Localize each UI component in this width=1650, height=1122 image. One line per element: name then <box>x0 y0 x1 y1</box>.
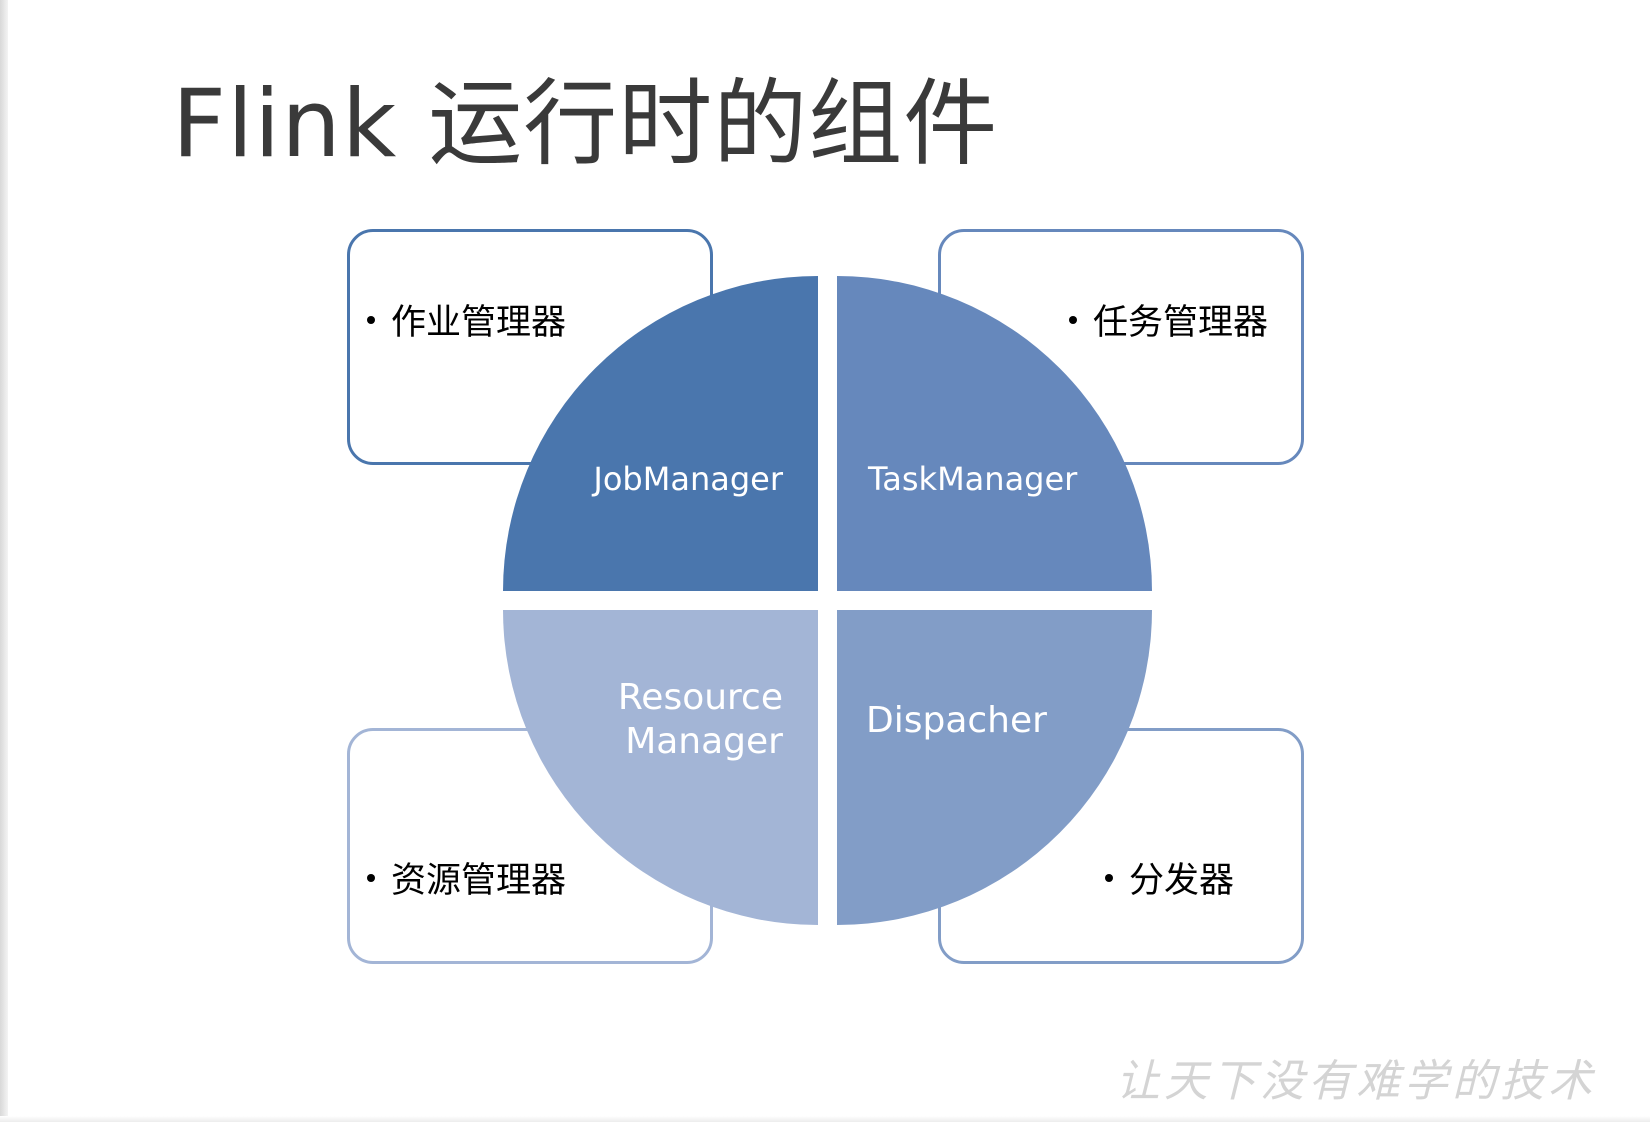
bullet-dot-icon <box>367 874 375 882</box>
dispacher-label: Dispacher <box>866 700 1047 741</box>
watermark-text: 让天下没有难学的技术 <box>1116 1056 1596 1107</box>
jobmanager-quadrant <box>503 276 818 591</box>
slide-bottom-edge <box>0 1116 1650 1122</box>
bullet-dot-icon <box>1105 874 1113 882</box>
slide-left-edge <box>0 0 8 1122</box>
resourcemanager-label-line1: Resource <box>618 677 783 718</box>
taskmanager-bullet-text: 任务管理器 <box>1093 303 1269 343</box>
dispacher-bullet: 分发器 <box>1105 852 1234 903</box>
taskmanager-bullet: 任务管理器 <box>1069 294 1268 345</box>
resourcemanager-bullet: 资源管理器 <box>367 852 566 903</box>
bullet-dot-icon <box>1069 316 1077 324</box>
resourcemanager-quadrant <box>503 610 818 925</box>
taskmanager-label: TaskManager <box>867 460 1078 498</box>
dispacher-quadrant <box>837 610 1152 925</box>
jobmanager-bullet: 作业管理器 <box>367 294 566 345</box>
dispacher-bullet-text: 分发器 <box>1129 861 1235 901</box>
resourcemanager-bullet-text: 资源管理器 <box>391 861 567 901</box>
taskmanager-quadrant <box>837 276 1152 591</box>
slide-title: Flink 运行时的组件 <box>172 70 999 179</box>
resourcemanager-label-line2: Manager <box>625 721 783 762</box>
jobmanager-bullet-text: 作业管理器 <box>391 303 567 343</box>
jobmanager-label: JobManager <box>591 460 783 498</box>
bullet-dot-icon <box>367 316 375 324</box>
